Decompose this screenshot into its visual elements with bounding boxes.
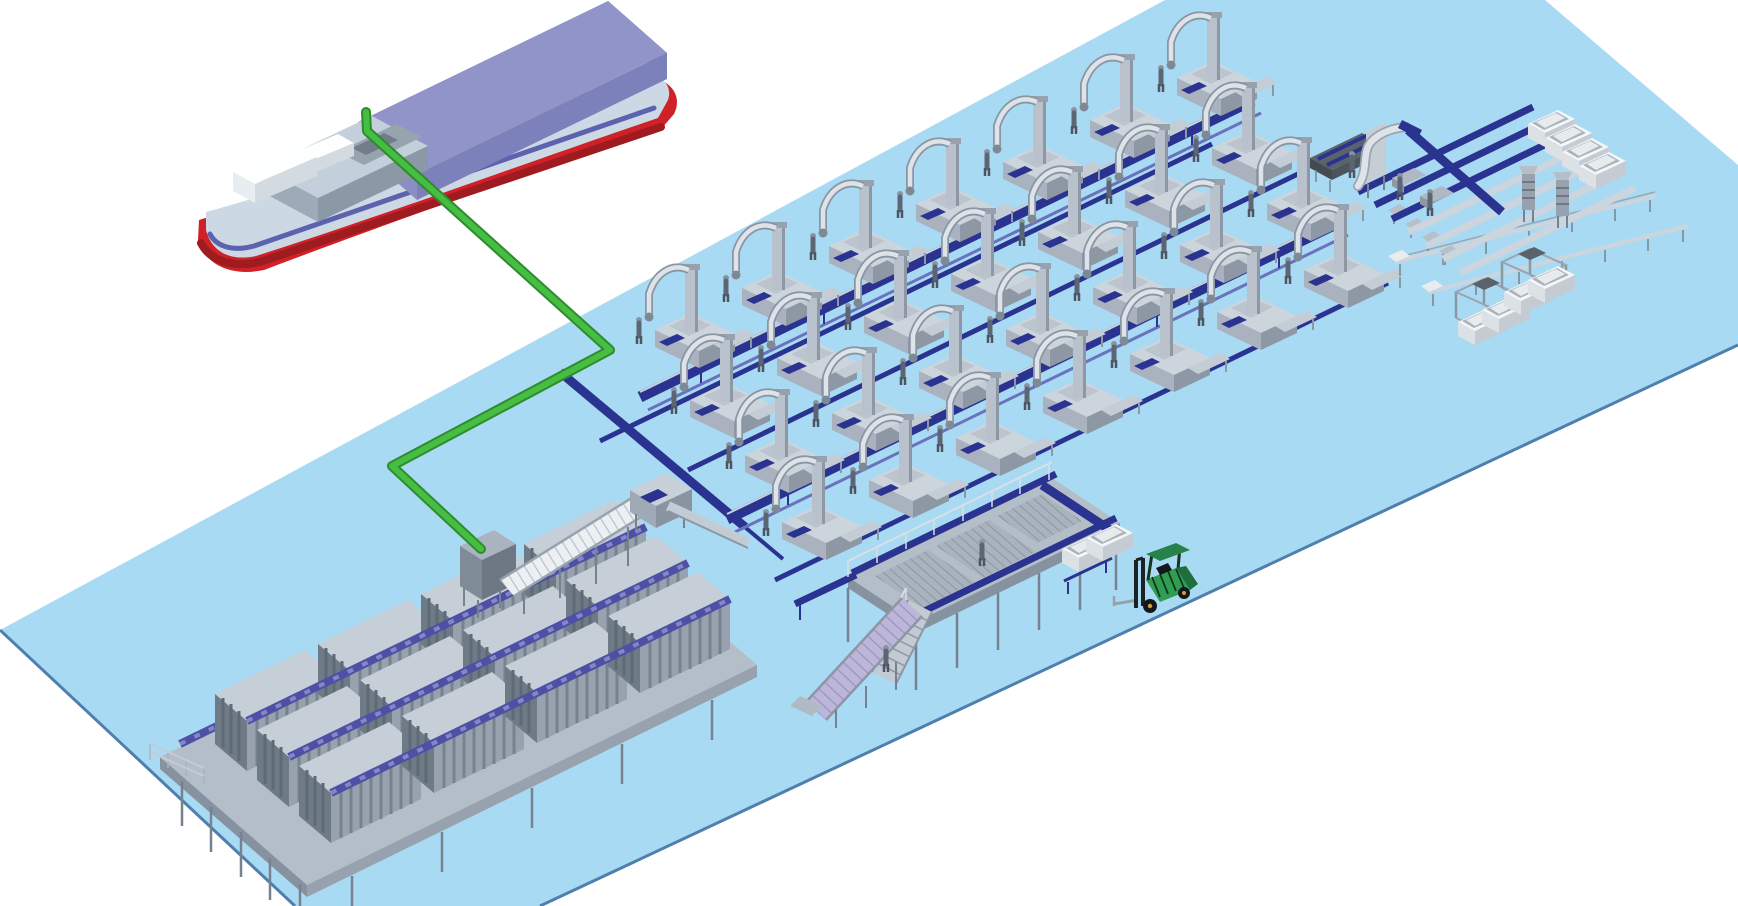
ship — [197, 1, 677, 272]
forklift-area — [1062, 524, 1200, 615]
unloading-pipeline — [361, 107, 615, 554]
grading-station — [1310, 103, 1689, 345]
rails-mid — [557, 170, 1302, 561]
storage-platform — [149, 473, 757, 906]
